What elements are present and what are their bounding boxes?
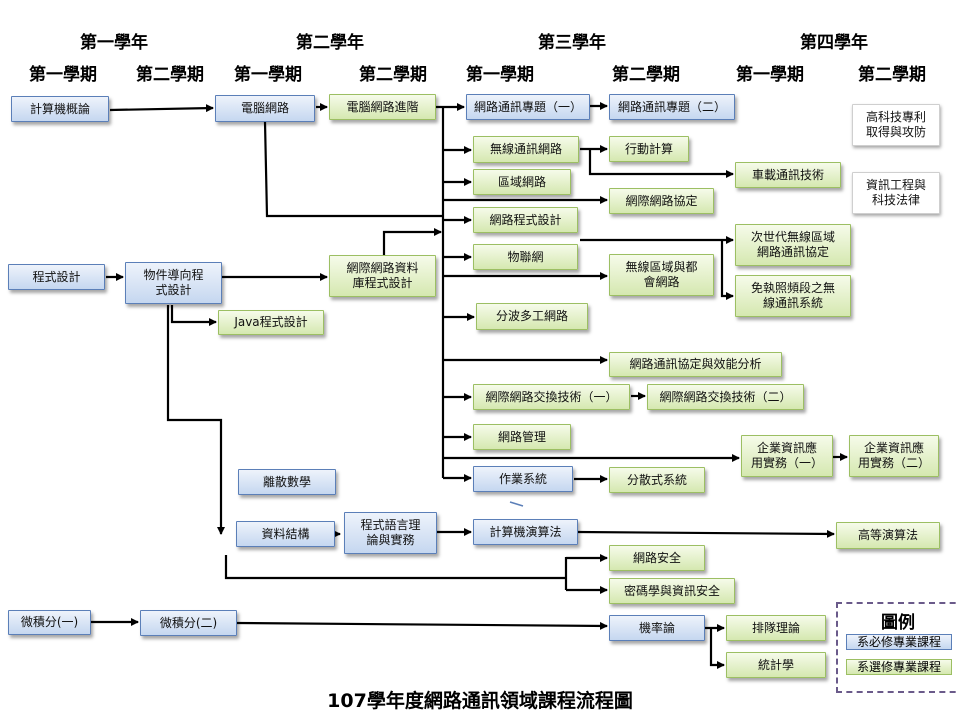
course-wireless-networks: 無線通訊網路 — [473, 136, 579, 163]
course-algorithms: 計算機演算法 — [473, 519, 578, 545]
arrow-iot-license-free — [720, 240, 734, 300]
course-netcom-topic1: 網路通訊專題（一） — [466, 94, 590, 120]
header-y4-sem2: 第二學期 — [858, 65, 926, 85]
course-distributed-systems: 分散式系統 — [609, 467, 705, 493]
header-y3-sem2: 第二學期 — [612, 65, 680, 85]
course-cryptography: 密碼學與資訊安全 — [609, 578, 735, 604]
legend: 圖例 系必修專業課程 系選修專業課程 — [836, 602, 960, 693]
legend-elective-swatch: 系選修專業課程 — [846, 659, 952, 675]
course-advanced-algorithms: 高等演算法 — [836, 522, 940, 549]
course-iot: 物聯網 — [473, 244, 578, 270]
arrow-internet-db-trunk — [382, 228, 442, 255]
legend-required-swatch: 系必修專業課程 — [846, 634, 952, 650]
course-vehicular-comm: 車載通訊技術 — [735, 162, 841, 188]
course-java-programming: Java程式設計 — [218, 310, 324, 335]
legend-title: 圖例 — [881, 613, 915, 633]
course-programming-languages: 程式語言理 論與實務 — [344, 512, 437, 554]
course-discrete-math: 離散數學 — [238, 469, 336, 495]
course-enterprise-it2: 企業資訊應 用實務（二） — [849, 435, 939, 477]
course-switching-tech1: 網際網路交換技術（一） — [473, 384, 630, 410]
course-calculus1: 微積分(一) — [8, 610, 91, 635]
page-title: 107學年度網路通訊領域課程流程圖 — [327, 690, 633, 712]
course-it-law: 資訊工程與 科技法律 — [852, 172, 940, 214]
course-internet-protocols: 網際網路協定 — [609, 188, 714, 214]
course-oop: 物件導向程 式設計 — [125, 262, 222, 304]
course-patents: 高科技專利 取得與攻防 — [852, 104, 940, 146]
arrow-split-security — [564, 557, 607, 590]
course-lan: 區域網路 — [473, 169, 571, 195]
course-license-free-wireless: 免執照頻段之無 線通訊系統 — [735, 275, 851, 317]
small-mark — [509, 501, 524, 507]
course-data-structures: 資料結構 — [236, 521, 335, 547]
arrow-oop-data-structures — [166, 305, 225, 535]
header-year3: 第三學年 — [538, 33, 606, 53]
course-intro-cs: 計算機概論 — [11, 96, 109, 122]
header-y3-sem1: 第一學期 — [466, 65, 534, 85]
course-statistics: 統計學 — [726, 652, 826, 678]
course-switching-tech2: 網際網路交換技術（二） — [647, 384, 804, 410]
arrow-oop-java — [170, 305, 217, 326]
header-y2-sem2: 第二學期 — [359, 65, 427, 85]
course-internet-db-programming: 網際網路資料 庫程式設計 — [329, 255, 436, 297]
course-wireless-lan-metro: 無線區域與都 會網路 — [609, 254, 714, 296]
header-year4: 第四學年 — [800, 33, 868, 53]
header-y4-sem1: 第一學期 — [736, 65, 804, 85]
course-computer-networks: 電腦網路 — [215, 95, 315, 122]
course-programming: 程式設計 — [8, 264, 105, 290]
course-queueing-theory: 排隊理論 — [726, 615, 826, 641]
course-calculus2: 微積分(二) — [140, 610, 237, 636]
arrow-algorithms-advanced — [577, 529, 835, 538]
course-operating-systems: 作業系統 — [473, 466, 573, 492]
course-probability: 機率論 — [609, 615, 705, 641]
course-network-management: 網路管理 — [473, 424, 571, 450]
course-mobile-computing: 行動計算 — [609, 136, 689, 162]
header-y2-sem1: 第一學期 — [234, 65, 302, 85]
arrow-calc2-probability — [236, 621, 608, 630]
header-y1-sem2: 第二學期 — [136, 65, 204, 85]
course-network-programming: 網路程式設計 — [473, 207, 578, 233]
course-wdm-network: 分波多工網路 — [476, 303, 588, 330]
course-protocol-performance: 網路通訊協定與效能分析 — [609, 352, 782, 377]
course-next-gen-wireless: 次世代無線區域 網路通訊協定 — [735, 224, 851, 266]
course-computer-networks-adv: 電腦網路進階 — [329, 94, 436, 120]
header-y1-sem1: 第一學期 — [29, 65, 97, 85]
course-netcom-topic2: 網路通訊專題（二） — [609, 94, 735, 120]
header-year1: 第一學年 — [80, 33, 148, 53]
arrow-intro-to-networks — [109, 104, 214, 113]
course-network-security: 網路安全 — [609, 545, 705, 571]
arrow-wireless-vehicular — [588, 149, 734, 178]
arrow-prob-statistics — [709, 628, 725, 669]
line-networks-down — [263, 121, 443, 218]
header-year2: 第二學年 — [296, 33, 364, 53]
line-ds-down — [224, 555, 566, 580]
course-enterprise-it1: 企業資訊應 用實務（一） — [741, 435, 833, 477]
